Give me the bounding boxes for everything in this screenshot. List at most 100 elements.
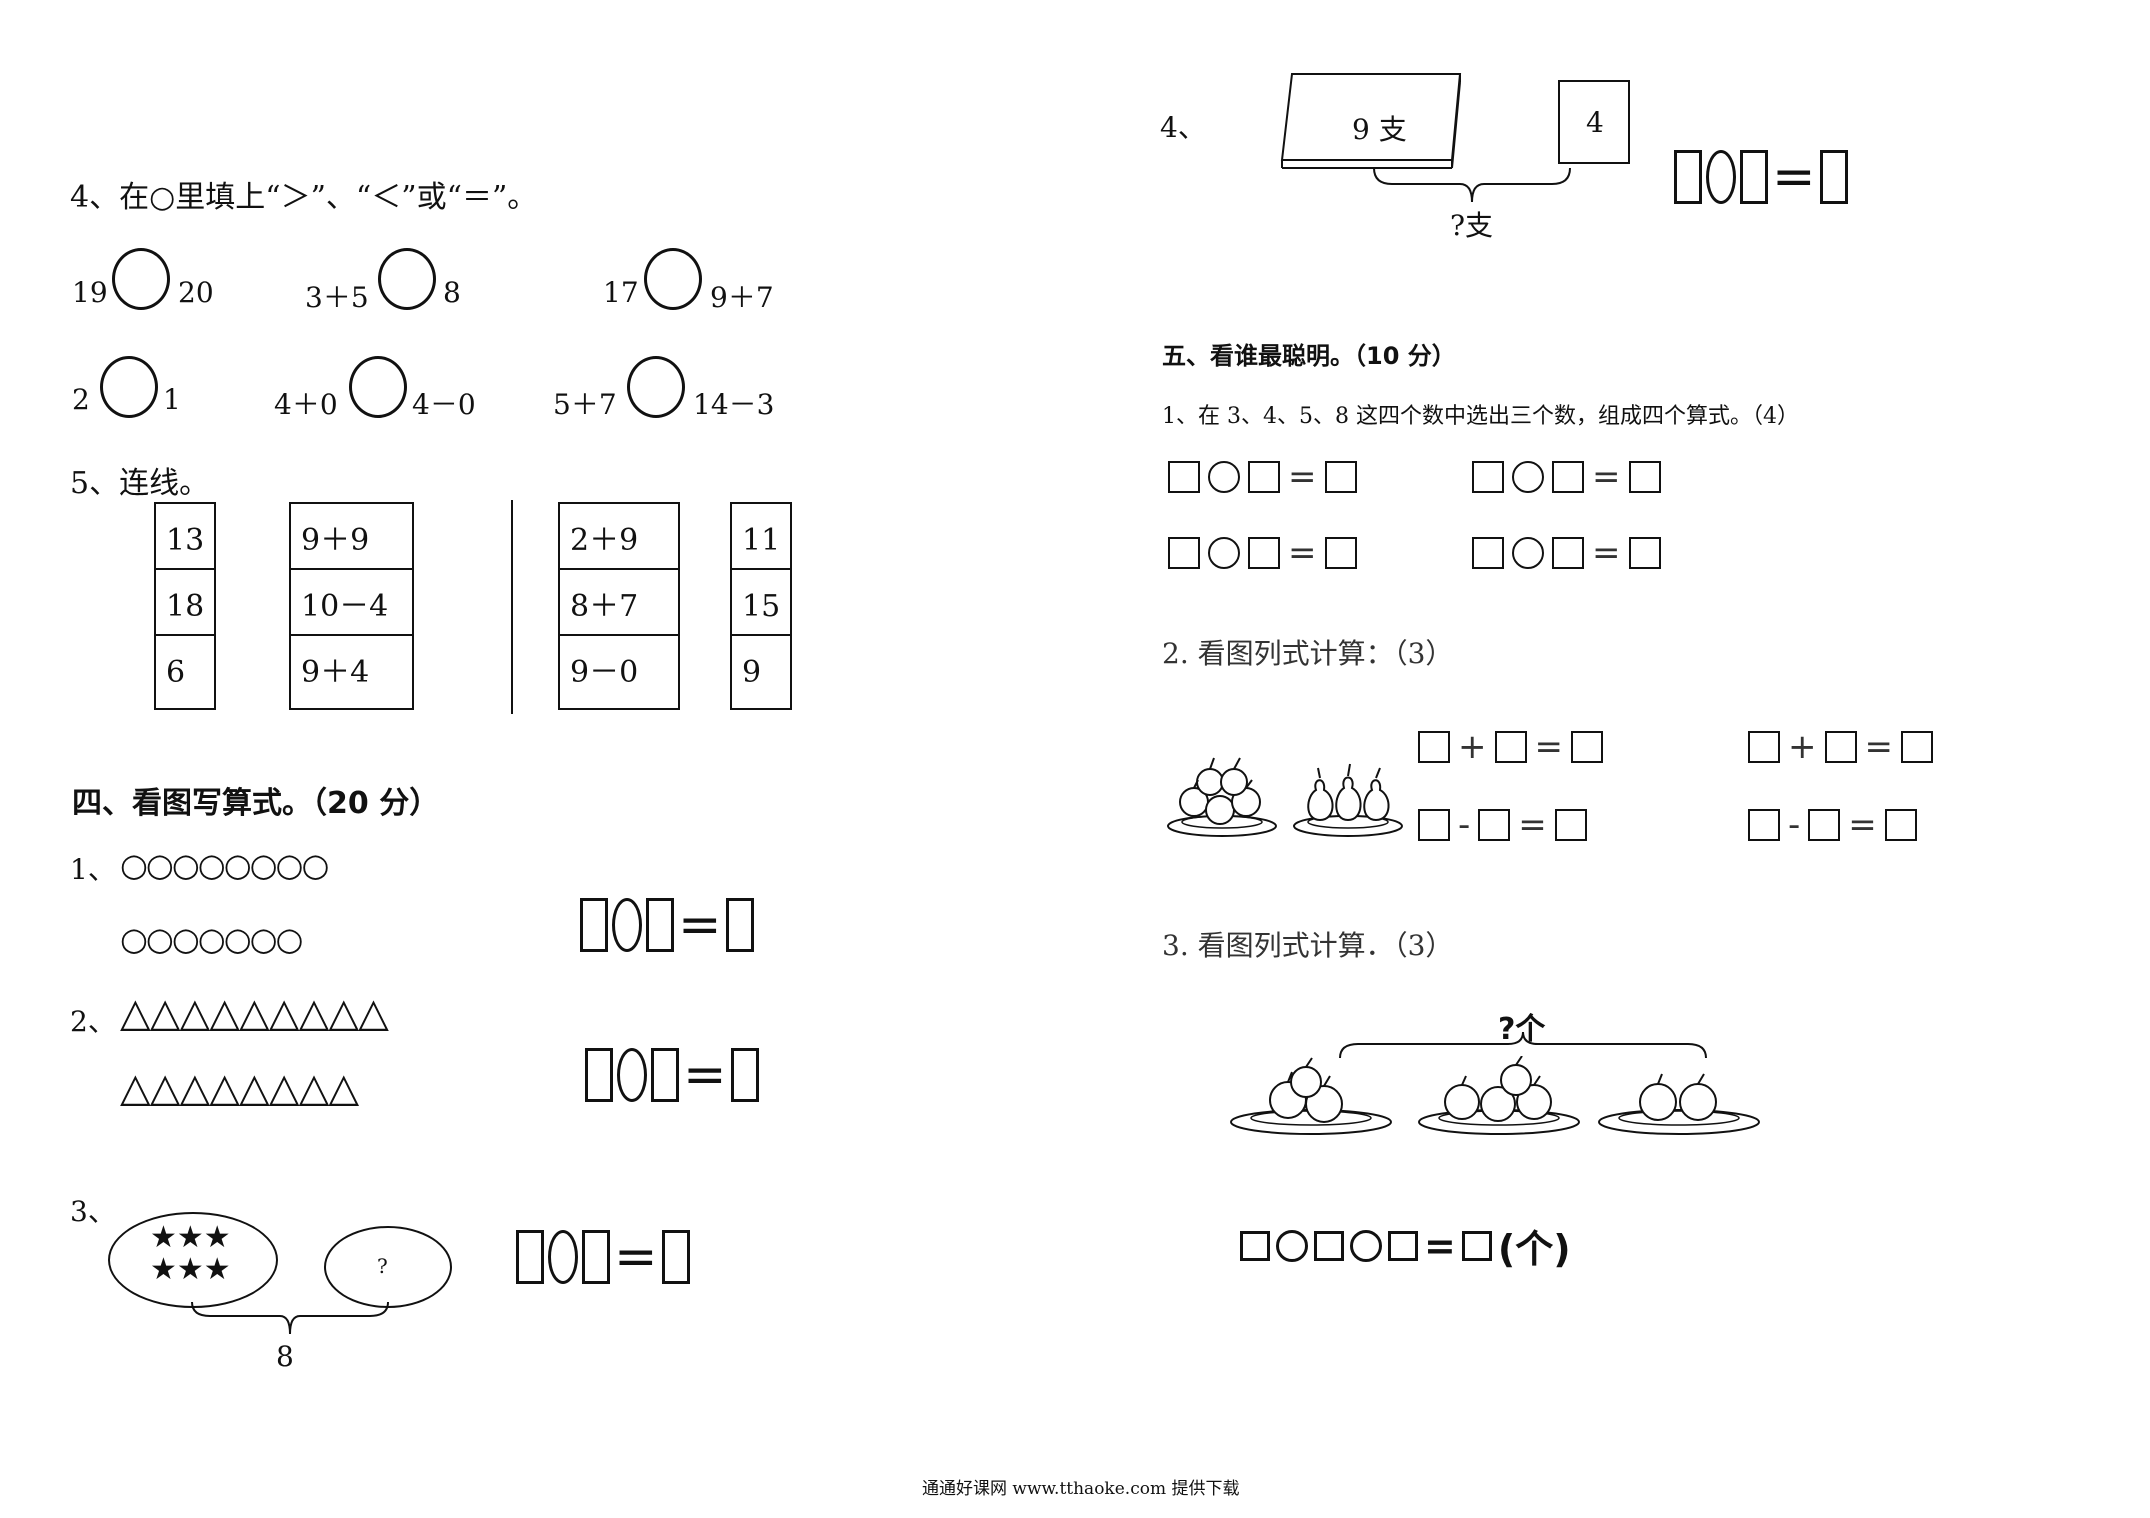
compare-circle[interactable] (627, 356, 685, 418)
match-item[interactable]: 9＋9 (291, 504, 412, 570)
equals-sign: = (1592, 533, 1621, 573)
answer-box[interactable] (1248, 537, 1280, 569)
answer-box[interactable] (661, 1230, 690, 1284)
equals-sign: = (1424, 1223, 1456, 1268)
sub-2-title: 2. 看图列式计算：（3） (1162, 637, 1454, 670)
answer-box[interactable] (1554, 809, 1587, 841)
brace-label: ?支 (1450, 209, 1494, 242)
equals-sign: = (678, 895, 722, 955)
answer-box[interactable] (1552, 461, 1584, 493)
answer-box[interactable] (1674, 150, 1702, 204)
answer-box[interactable] (1418, 809, 1450, 841)
answer-box[interactable] (1324, 461, 1357, 493)
answer-box[interactable] (1388, 1230, 1418, 1261)
match-item[interactable]: 10－4 (291, 570, 412, 636)
answer-box[interactable] (585, 1048, 613, 1102)
operator-oval[interactable] (1706, 150, 1736, 204)
answer-box[interactable] (1884, 809, 1917, 841)
answer-box[interactable] (582, 1230, 610, 1284)
match-column: 9＋9 10－4 9＋4 (289, 502, 414, 710)
answer-box[interactable] (1168, 461, 1200, 493)
unknown-ellipse (324, 1226, 452, 1308)
answer-box[interactable] (646, 898, 674, 952)
footer-text: 通通好课网 www.tthaoke.com 提供下载 (922, 1479, 1240, 1499)
answer-box[interactable] (1494, 731, 1527, 763)
compare-circle[interactable] (100, 356, 158, 418)
sub-1-title: 1、在 3、4、5、8 这四个数中选出三个数，组成四个算式。（4） (1162, 404, 1799, 429)
answer-box[interactable] (1748, 731, 1780, 763)
answer-box[interactable] (1168, 537, 1200, 569)
answer-equation: = (585, 1048, 759, 1102)
answer-equation: = (580, 898, 754, 952)
operator-oval[interactable] (1208, 461, 1240, 493)
operator-oval[interactable] (1276, 1229, 1308, 1262)
answer-box[interactable] (1478, 809, 1511, 841)
answer-box[interactable] (1461, 1230, 1492, 1261)
compare-circle[interactable] (378, 248, 436, 310)
match-item[interactable]: 13 (156, 504, 214, 570)
operator-oval[interactable] (1208, 537, 1240, 569)
problem-2-row1: △△△△△△△△△ (120, 990, 389, 1036)
small-box (1558, 80, 1630, 164)
equals-sign: = (1288, 457, 1317, 497)
answer-box[interactable] (580, 898, 608, 952)
answer-box[interactable] (725, 898, 754, 952)
answer-box[interactable] (1628, 461, 1661, 493)
match-item[interactable]: 11 (732, 504, 790, 570)
operator-oval[interactable] (617, 1048, 647, 1102)
match-item[interactable]: 15 (732, 570, 790, 636)
match-item[interactable]: 18 (156, 570, 214, 636)
answer-box[interactable] (1628, 537, 1661, 569)
minus-sign: - (1458, 805, 1471, 845)
match-item[interactable]: 2＋9 (560, 504, 678, 570)
problem-1-row2: ○○○○○○○ (120, 920, 303, 958)
answer-box[interactable] (1472, 461, 1504, 493)
equals-sign: = (1772, 147, 1816, 207)
q5-title: 5、连线。 (70, 466, 210, 501)
compare-circle[interactable] (349, 356, 407, 418)
operator-oval[interactable] (1350, 1229, 1382, 1262)
match-item[interactable]: 8＋7 (560, 570, 678, 636)
answer-box[interactable] (516, 1230, 544, 1284)
answer-box[interactable] (1418, 731, 1450, 763)
operator-oval[interactable] (1512, 537, 1544, 569)
answer-box[interactable] (1571, 731, 1603, 763)
answer-box[interactable] (651, 1048, 679, 1102)
operator-oval[interactable] (548, 1230, 578, 1284)
match-item[interactable]: 9 (742, 655, 762, 690)
fill-equation: + = (1748, 730, 1933, 764)
answer-box[interactable] (1748, 809, 1780, 841)
answer-equation: = (1674, 150, 1848, 204)
compare-b: 20 (178, 276, 214, 309)
match-item[interactable]: 9＋4 (301, 655, 370, 690)
answer-box[interactable] (730, 1048, 759, 1102)
answer-box[interactable] (1808, 809, 1841, 841)
compare-a: 3＋5 (305, 281, 369, 314)
answer-box[interactable] (1472, 537, 1504, 569)
answer-box[interactable] (1314, 1230, 1344, 1261)
match-item[interactable]: 6 (166, 655, 186, 690)
unit-label: (个) (1497, 1227, 1571, 1271)
answer-box[interactable] (1248, 461, 1280, 493)
equals-sign: = (683, 1045, 727, 1105)
equals-sign: = (1864, 727, 1894, 767)
answer-box[interactable] (1324, 537, 1357, 569)
answer-box[interactable] (1819, 150, 1848, 204)
match-item[interactable]: 9－0 (570, 655, 639, 690)
operator-oval[interactable] (612, 898, 642, 952)
answer-box[interactable] (1740, 150, 1768, 204)
answer-box[interactable] (1552, 537, 1584, 569)
operator-oval[interactable] (1512, 461, 1544, 493)
fill-equation: = (1168, 460, 1357, 494)
compare-circle[interactable] (644, 248, 702, 310)
answer-box[interactable] (1901, 731, 1933, 763)
fill-equation: = (1472, 460, 1661, 494)
compare-a: 2 (72, 383, 90, 416)
answer-box[interactable] (1824, 731, 1857, 763)
compare-circle[interactable] (112, 248, 170, 310)
plus-sign: + (1458, 727, 1487, 767)
compare-b: 1 (163, 383, 181, 416)
answer-box[interactable] (1240, 1230, 1270, 1261)
equals-sign: = (1534, 727, 1564, 767)
fill-equation: = (1472, 536, 1661, 570)
